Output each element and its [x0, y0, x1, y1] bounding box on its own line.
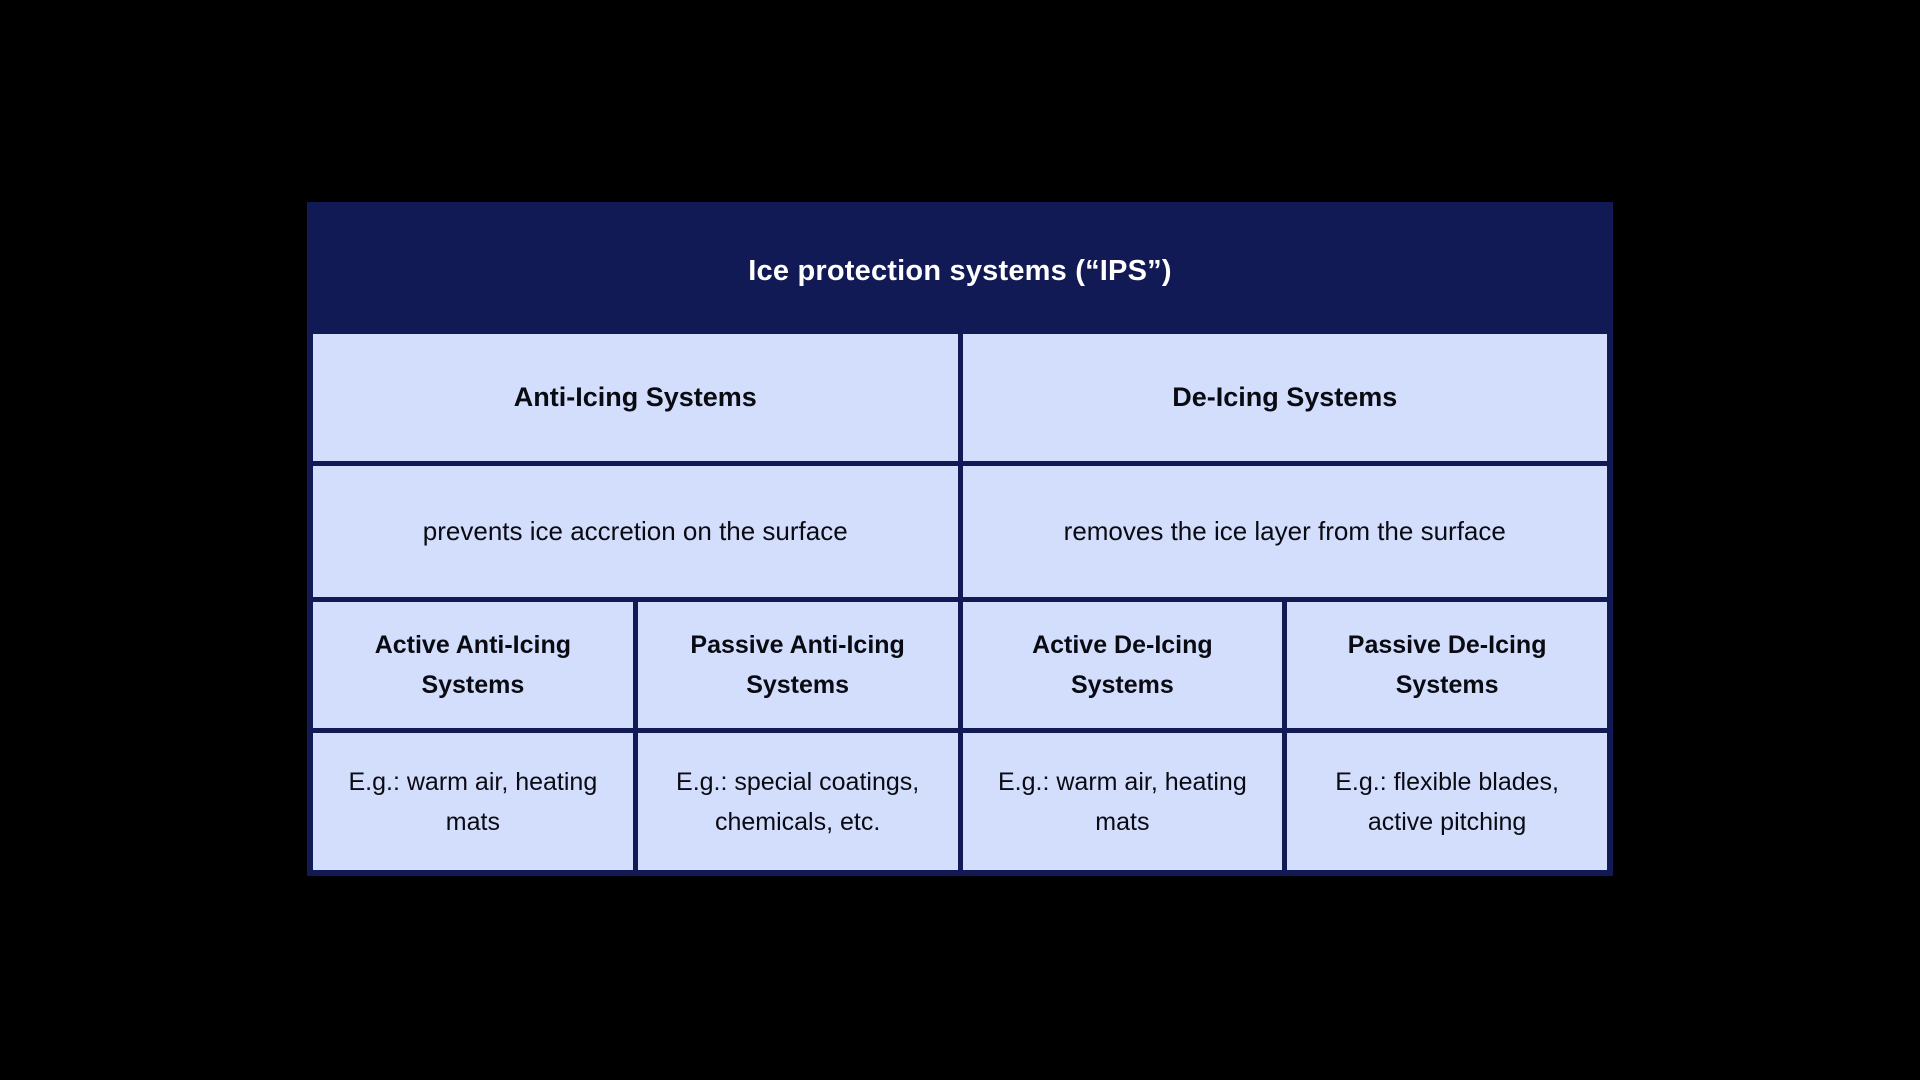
subsystem-heading-active-anti-icing: Active Anti-Icing Systems	[313, 602, 633, 728]
group-description-de-icing: removes the ice layer from the surface	[962, 466, 1607, 597]
subsystem-example-passive-anti-icing: E.g.: special coatings, chemicals, etc.	[637, 733, 958, 870]
subsystem-heading-passive-de-icing: Passive De-Icing Systems	[1287, 602, 1607, 728]
subsystem-heading-active-de-icing: Active De-Icing Systems	[962, 602, 1283, 728]
subsystem-example-active-anti-icing: E.g.: warm air, heating mats	[313, 733, 633, 870]
table-title: Ice protection systems (“IPS”)	[313, 208, 1607, 334]
group-description-anti-icing: prevents ice accretion on the surface	[313, 466, 958, 597]
table-grid: Anti-Icing Systems De-Icing Systems prev…	[313, 334, 1607, 870]
group-heading-de-icing: De-Icing Systems	[962, 334, 1607, 461]
subsystem-heading-passive-anti-icing: Passive Anti-Icing Systems	[637, 602, 958, 728]
group-heading-anti-icing: Anti-Icing Systems	[313, 334, 958, 461]
ips-classification-table: Ice protection systems (“IPS”) Anti-Icin…	[307, 202, 1613, 876]
subsystem-example-active-de-icing: E.g.: warm air, heating mats	[962, 733, 1283, 870]
subsystem-example-passive-de-icing: E.g.: flexible blades, active pitching	[1287, 733, 1607, 870]
